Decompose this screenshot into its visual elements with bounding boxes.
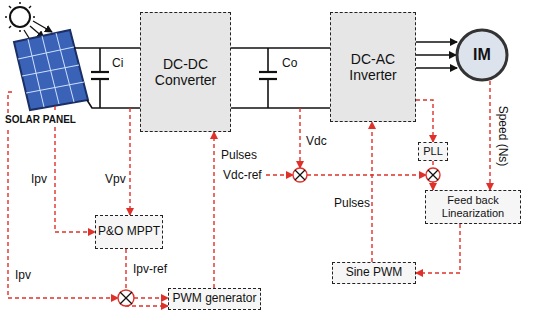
- controller-box: Feed back Linearization: [425, 190, 521, 224]
- node-text: PLL: [423, 145, 443, 158]
- node-text: DC-AC Inverter: [331, 51, 415, 83]
- signal-arrow: [416, 100, 433, 142]
- motor-circle: IM: [455, 28, 509, 82]
- signal-name: Vdc: [305, 134, 328, 148]
- signal-name: Vdc-ref: [222, 168, 263, 182]
- signal-name: Ipv: [14, 268, 32, 282]
- signal-name: Pulses: [220, 148, 258, 162]
- node-text: P&O MPPT: [98, 225, 160, 239]
- pwm-generator-box: PWM generator: [168, 288, 261, 310]
- panel-label: SOLAR PANEL: [4, 113, 77, 127]
- signal-name: Ipv-ref: [132, 262, 168, 276]
- node-text: Feed back Linearization: [426, 194, 520, 219]
- power-line: [416, 54, 456, 56]
- power-line: [231, 47, 330, 49]
- signal-name: Vpv: [104, 172, 127, 186]
- signal-name: Pulses: [333, 196, 371, 210]
- pll-box: PLL: [418, 142, 448, 161]
- node-text: Sine PWM: [346, 266, 403, 280]
- signal-arrow: [213, 132, 214, 288]
- node-text: DC-DC Converter: [141, 56, 230, 88]
- signal-arrow: [416, 224, 460, 273]
- signal-name: Speed (Ns): [496, 105, 510, 168]
- capacitor-label: Co: [281, 56, 298, 70]
- capacitor-label: Ci: [111, 56, 124, 70]
- mppt-box: P&O MPPT: [95, 215, 163, 249]
- signal-arrow: [371, 122, 372, 262]
- pwm-box: Sine PWM: [332, 262, 416, 284]
- signal-name: Ipv: [30, 172, 48, 186]
- node-text: IM: [473, 46, 491, 64]
- signal-arrow: [489, 81, 490, 190]
- inverter-box: DC-AC Inverter: [330, 12, 416, 122]
- solar-panel: [14, 30, 88, 110]
- node-text: PWM generator: [172, 292, 256, 306]
- converter-box: DC-DC Converter: [140, 12, 231, 132]
